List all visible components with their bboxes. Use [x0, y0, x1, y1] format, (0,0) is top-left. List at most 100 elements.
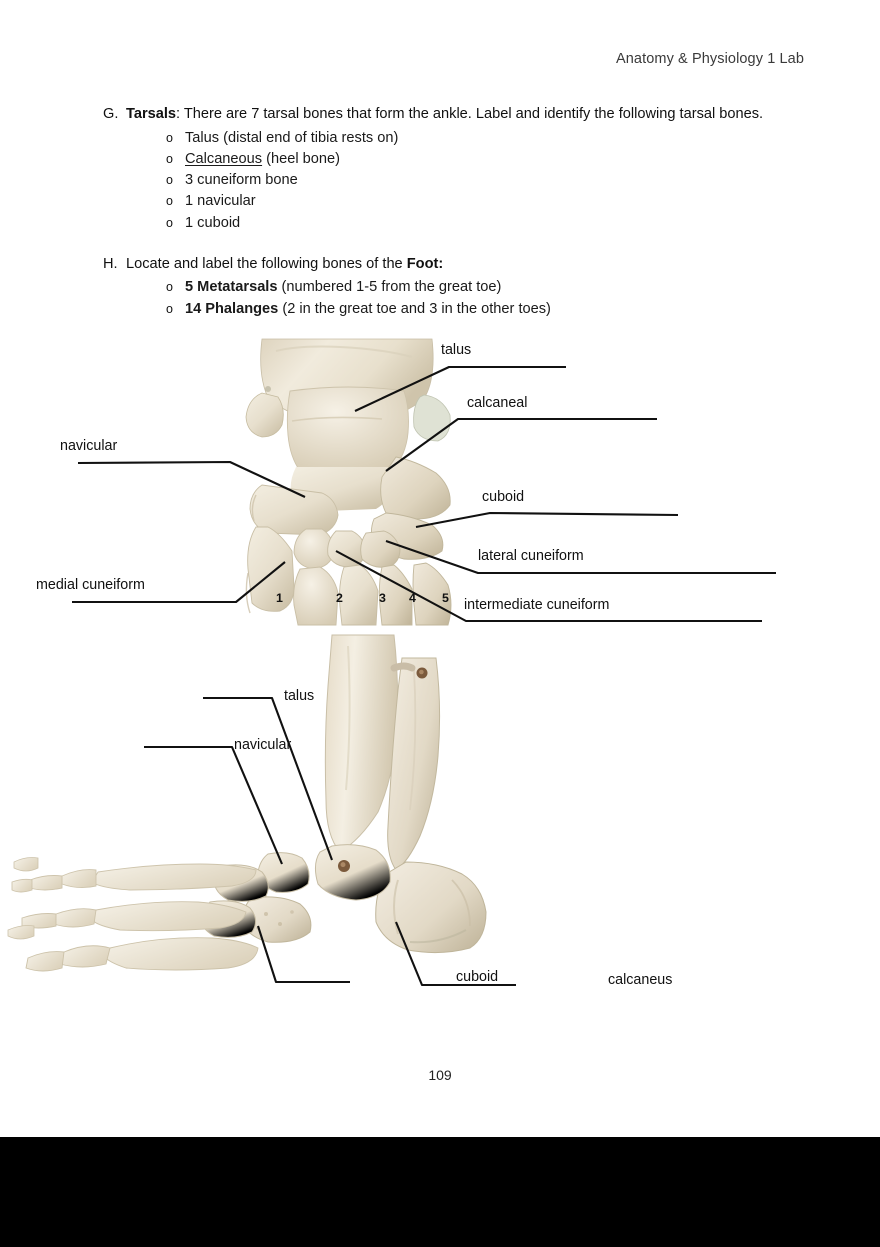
list-item-bold-term: 5 Metatarsals	[185, 279, 278, 296]
label-calcaneus-2: calcaneus	[608, 972, 673, 988]
metatarsal-3-shape	[339, 564, 379, 626]
metatarsal-1-shape	[247, 526, 295, 612]
small-toe-tip-b	[13, 857, 39, 872]
calcaneus-shape	[380, 456, 451, 520]
leader-line-cuboid-2	[257, 925, 350, 984]
list-item: o 1 navicular	[103, 191, 803, 212]
circle-bullet-icon: o	[166, 194, 173, 209]
calcaneus-edge	[451, 879, 471, 927]
leader-line-talus-2	[203, 696, 333, 861]
great-toe-distal-phalanx	[25, 951, 65, 972]
metatarsal-number-3: 3	[379, 591, 386, 605]
circle-bullet-icon: o	[166, 151, 173, 166]
list-item-label: 1 cuboid	[185, 214, 241, 231]
cuboid-texture-1	[264, 912, 268, 916]
list-item-bold-term: 14 Phalanges	[185, 300, 279, 317]
list-item: o 14 Phalanges (2 in the great toe and 3…	[103, 299, 803, 320]
leader-line-talus	[354, 365, 566, 412]
label-talus-2: talus	[284, 688, 315, 704]
metatarsal-2-shape	[293, 566, 339, 626]
list-item: o 1 cuboid	[103, 213, 803, 234]
section-g-bullets: o Talus (distal end of tibia rests on) o…	[103, 128, 803, 234]
lateral-malleolus-shape	[413, 394, 451, 442]
small-toe-tip-a	[7, 925, 35, 940]
circle-bullet-icon: o	[166, 301, 173, 316]
label-intermediate-cuneiform: intermediate cuneiform	[464, 597, 610, 613]
list-item-rest: (2 in the great toe and 3 in the other t…	[278, 300, 551, 317]
list-item-label: 5 Metatarsals (numbered 1-5 from the gre…	[185, 277, 501, 298]
list-item-rest: (heel bone)	[262, 150, 340, 167]
leader-line-intermediate-cuneiform	[335, 550, 762, 623]
label-cuboid-2: cuboid	[456, 969, 499, 985]
phalanx-middle-2a	[53, 908, 97, 928]
section-g-body: : There are 7 tarsal bones that form the…	[176, 106, 764, 122]
outline-content: G. Tarsals: There are 7 tarsal bones tha…	[103, 104, 803, 320]
phalanx-dorsal-1a	[61, 869, 97, 889]
section-g: G. Tarsals: There are 7 tarsal bones tha…	[103, 104, 803, 234]
talus-shape	[286, 386, 409, 472]
list-item-label: 14 Phalanges (2 in the great toe and 3 i…	[185, 299, 551, 320]
list-item: o 3 cuneiform bone	[103, 170, 803, 191]
leader-line-cuboid	[415, 511, 679, 529]
section-g-text: Tarsals: There are 7 tarsal bones that f…	[126, 104, 803, 126]
list-item-underlined-term: Calcaneous	[185, 150, 263, 167]
section-h-heading: H. Locate and label the following bones …	[103, 254, 803, 276]
metatarsal-number-5: 5	[442, 591, 449, 605]
circle-bullet-icon: o	[166, 280, 173, 295]
metatarsal-1-great-toe	[103, 937, 259, 971]
label-calcaneal: calcaneal	[467, 395, 528, 411]
section-spacer	[103, 234, 803, 254]
section-h-text: Locate and label the following bones of …	[126, 254, 803, 276]
leader-line-navicular	[77, 460, 306, 498]
circle-bullet-icon: o	[166, 130, 173, 145]
circle-bullet-icon: o	[166, 215, 173, 230]
mount-screw-lower-highlight	[340, 862, 346, 868]
label-navicular: navicular	[60, 438, 118, 454]
document-page: Anatomy & Physiology 1 Lab G. Tarsals: T…	[0, 51, 880, 1083]
list-item-label: 3 cuneiform bone	[185, 172, 298, 189]
medial-malleolus-shape	[245, 392, 284, 438]
leader-line-calcaneal	[385, 417, 657, 472]
page-number: 109	[428, 1067, 452, 1083]
calcaneus-shape	[375, 861, 487, 954]
label-lateral-cuneiform: lateral cuneiform	[478, 548, 584, 564]
fibula-shading	[409, 669, 417, 811]
label-medial-cuneiform: medial cuneiform	[36, 577, 145, 593]
tibia-shape	[324, 634, 399, 853]
leader-line-navicular-2	[144, 745, 283, 865]
mount-screw-upper-highlight	[419, 669, 424, 675]
bone-connector-pin	[390, 662, 416, 672]
metatarsal-4-shape	[378, 564, 413, 626]
section-h: H. Locate and label the following bones …	[103, 254, 803, 320]
metatarsal-dorsal-1	[91, 863, 257, 891]
circle-bullet-icon: o	[166, 173, 173, 188]
list-item: o Talus (distal end of tibia rests on)	[103, 128, 803, 149]
list-item: o 5 Metatarsals (numbered 1-5 from the g…	[103, 277, 803, 298]
phalanx-dorsal-1c	[11, 878, 33, 893]
navicular-ridge	[251, 494, 257, 522]
metatarsal-middle-2	[91, 901, 247, 932]
talus-shape	[314, 844, 391, 901]
leader-line-calcaneus-2	[395, 921, 516, 987]
list-item-rest: (numbered 1-5 from the great toe)	[277, 279, 502, 296]
talus-ridge	[291, 416, 383, 422]
cuboid-texture-4	[290, 910, 294, 914]
section-g-title: Tarsals	[126, 106, 177, 122]
label-talus: talus	[441, 342, 472, 358]
leader-line-lateral-cuneiform	[385, 540, 776, 575]
section-g-heading: G. Tarsals: There are 7 tarsal bones tha…	[103, 104, 803, 126]
leader-line-medial-cuneiform	[72, 561, 286, 604]
calcaneus-tuberosity	[409, 929, 467, 944]
great-toe-proximal-phalanx	[59, 945, 111, 968]
metatarsal-number-2: 2	[336, 591, 343, 605]
section-h-bullets: o 5 Metatarsals (numbered 1-5 from the g…	[103, 277, 803, 320]
list-item-label: Calcaneous (heel bone)	[185, 149, 340, 170]
figure1-graphic	[72, 338, 776, 626]
label-navicular-2: navicular	[234, 737, 292, 753]
section-h-letter: H.	[103, 255, 118, 272]
list-item-label: 1 navicular	[185, 193, 256, 210]
metatarsal-number-4: 4	[409, 591, 416, 605]
phalanx-dorsal-1b	[29, 875, 63, 891]
figure-foot-lateral-view: talus navicular cuboid calcaneus	[0, 630, 880, 1010]
tibia-texture	[275, 345, 413, 358]
